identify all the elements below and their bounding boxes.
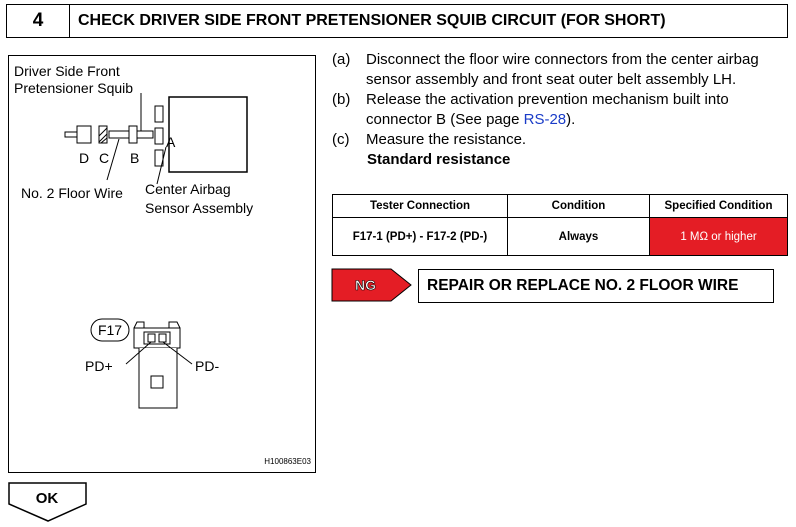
standard-resistance-label: Standard resistance	[367, 151, 511, 168]
pin-2	[158, 333, 167, 343]
squib-tip	[64, 131, 78, 138]
pin-minus-label: PD-	[195, 358, 219, 374]
resistance-table: Tester Connection Condition Specified Co…	[332, 194, 788, 256]
connector-d	[76, 125, 92, 144]
ok-tag[interactable]: OK	[8, 482, 88, 527]
cell-tester: F17-1 (PD+) - F17-2 (PD-)	[332, 217, 508, 256]
sensor-pin-2	[154, 127, 164, 145]
wire-segment	[108, 130, 130, 139]
connector-b-label: B	[130, 150, 139, 166]
pin-1	[147, 333, 156, 343]
label-sensor-line1: Center Airbag	[145, 181, 231, 197]
instruction-b: (b) Release the activation prevention me…	[332, 91, 729, 128]
instruction-a: (a) Disconnect the floor wire connectors…	[332, 51, 759, 88]
ok-label: OK	[36, 490, 59, 507]
step-title: CHECK DRIVER SIDE FRONT PRETENSIONER SQU…	[78, 12, 666, 29]
pin-plus-leader	[125, 341, 152, 365]
label-squib-line1: Driver Side Front	[14, 63, 120, 79]
sensor-leader	[156, 146, 167, 185]
header-spec: Specified Condition	[649, 194, 788, 218]
label-sensor-line2: Sensor Assembly	[145, 200, 253, 216]
connector-c-label: C	[99, 150, 109, 166]
wiring-figure: Driver Side Front Pretensioner Squib A D…	[8, 55, 316, 473]
wire-segment-2	[136, 130, 154, 139]
instructions: (a) Disconnect the floor wire connectors…	[332, 50, 792, 170]
pin-plus-label: PD+	[85, 358, 113, 374]
sensor-box	[168, 96, 248, 173]
connector-a-label: A	[166, 134, 176, 150]
header-condition: Condition	[507, 194, 650, 218]
step-header: 4 CHECK DRIVER SIDE FRONT PRETENSIONER S…	[6, 4, 788, 38]
connector-d-label: D	[79, 150, 89, 166]
instruction-c: (c) Measure the resistance.	[332, 131, 527, 148]
ng-tag: NG	[331, 268, 413, 307]
pin-minus-leader	[162, 341, 193, 365]
sensor-pin-1	[154, 105, 164, 123]
floor-wire-leader	[106, 138, 120, 181]
table-header-row: Tester Connection Condition Specified Co…	[332, 194, 788, 218]
ng-action: REPAIR OR REPLACE NO. 2 FLOOR WIRE	[418, 269, 774, 303]
ng-label: NG	[355, 277, 376, 293]
connector-b	[128, 125, 138, 144]
label-squib-line2: Pretensioner Squib	[14, 80, 133, 96]
cell-spec: 1 MΩ or higher	[649, 217, 788, 256]
figure-code: H100863E03	[264, 457, 311, 466]
wiring-diagram: Driver Side Front Pretensioner Squib A D…	[14, 63, 312, 466]
cell-condition: Always	[507, 217, 650, 256]
header-tester: Tester Connection	[332, 194, 508, 218]
table-row: F17-1 (PD+) - F17-2 (PD-) Always 1 MΩ or…	[332, 217, 788, 256]
f17-badge	[90, 318, 130, 342]
step-number: 4	[7, 5, 70, 37]
label-floor-wire: No. 2 Floor Wire	[21, 185, 123, 201]
connector-id: F17	[98, 322, 122, 338]
page-link-rs-28[interactable]: RS-28	[523, 111, 567, 128]
